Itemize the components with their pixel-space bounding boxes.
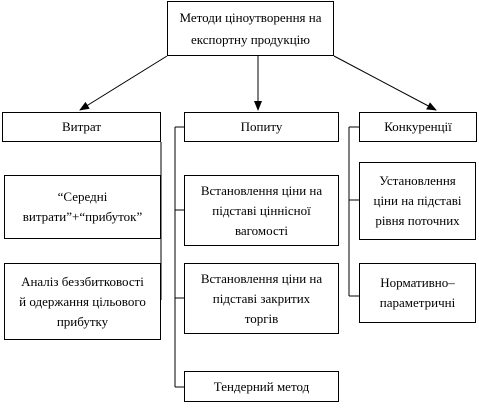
costs-method-average-costs: “Середні витрати”+“прибуток” — [4, 175, 161, 239]
demand-method-sealed-bids: Встановлення ціни на підставі закритих т… — [184, 263, 339, 334]
root-node: Методи ціноутворення на експортну продук… — [167, 1, 334, 56]
costs-method-2-line-2: й одержання цільового — [19, 293, 146, 309]
costs-method-1-line-1: “Середні — [57, 189, 108, 204]
competition-method-2-line-1: Нормативно– — [380, 275, 455, 290]
category-demand-label: Попиту — [240, 119, 283, 134]
demand-method-2-line-3: торгів — [244, 310, 279, 326]
category-competition-label: Конкуренції — [384, 119, 452, 134]
competition-method-current-level: Установлення ціни на підставі рівня пото… — [359, 162, 476, 240]
demand-method-tender: Тендерний метод — [184, 371, 339, 402]
category-costs-label: Витрат — [61, 119, 102, 134]
costs-method-breakeven: Аналіз беззбитковості й одержання цільов… — [4, 263, 161, 340]
root-line-2: експортну продукцію — [191, 31, 310, 47]
arrow-to-costs — [79, 55, 168, 111]
category-demand: Попиту — [184, 112, 339, 142]
competition-method-2-line-2: параметричні — [379, 295, 456, 310]
costs-method-2-line-3: прибутку — [56, 313, 109, 329]
category-costs: Витрат — [2, 112, 161, 142]
competition-method-1-line-2: ціни на підставі — [373, 193, 462, 208]
competition-method-1-line-1: Установлення — [379, 173, 456, 188]
root-line-1: Методи ціноутворення на — [179, 9, 322, 25]
arrow-to-competition — [333, 55, 437, 111]
demand-method-1-line-3: вагомості — [234, 222, 289, 238]
demand-method-2-line-1: Встановлення ціни на — [200, 270, 323, 286]
costs-method-1-line-2: витрати”+“прибуток” — [22, 209, 143, 224]
competition-method-1-line-3: рівня поточних — [375, 213, 460, 228]
category-competition: Конкуренції — [359, 112, 477, 142]
competition-method-normative: Нормативно– параметричні — [359, 263, 476, 323]
demand-method-2-line-2: підставі закритих — [212, 290, 311, 306]
demand-method-1-line-1: Встановлення ціни на — [200, 182, 323, 198]
demand-method-1-line-2: підставі ціннісної — [212, 202, 311, 218]
demand-method-value: Встановлення ціни на підставі ціннісної … — [184, 175, 339, 246]
costs-method-2-line-1: Аналіз беззбитковості — [21, 273, 144, 289]
demand-method-3-line-1: Тендерний метод — [213, 378, 310, 394]
